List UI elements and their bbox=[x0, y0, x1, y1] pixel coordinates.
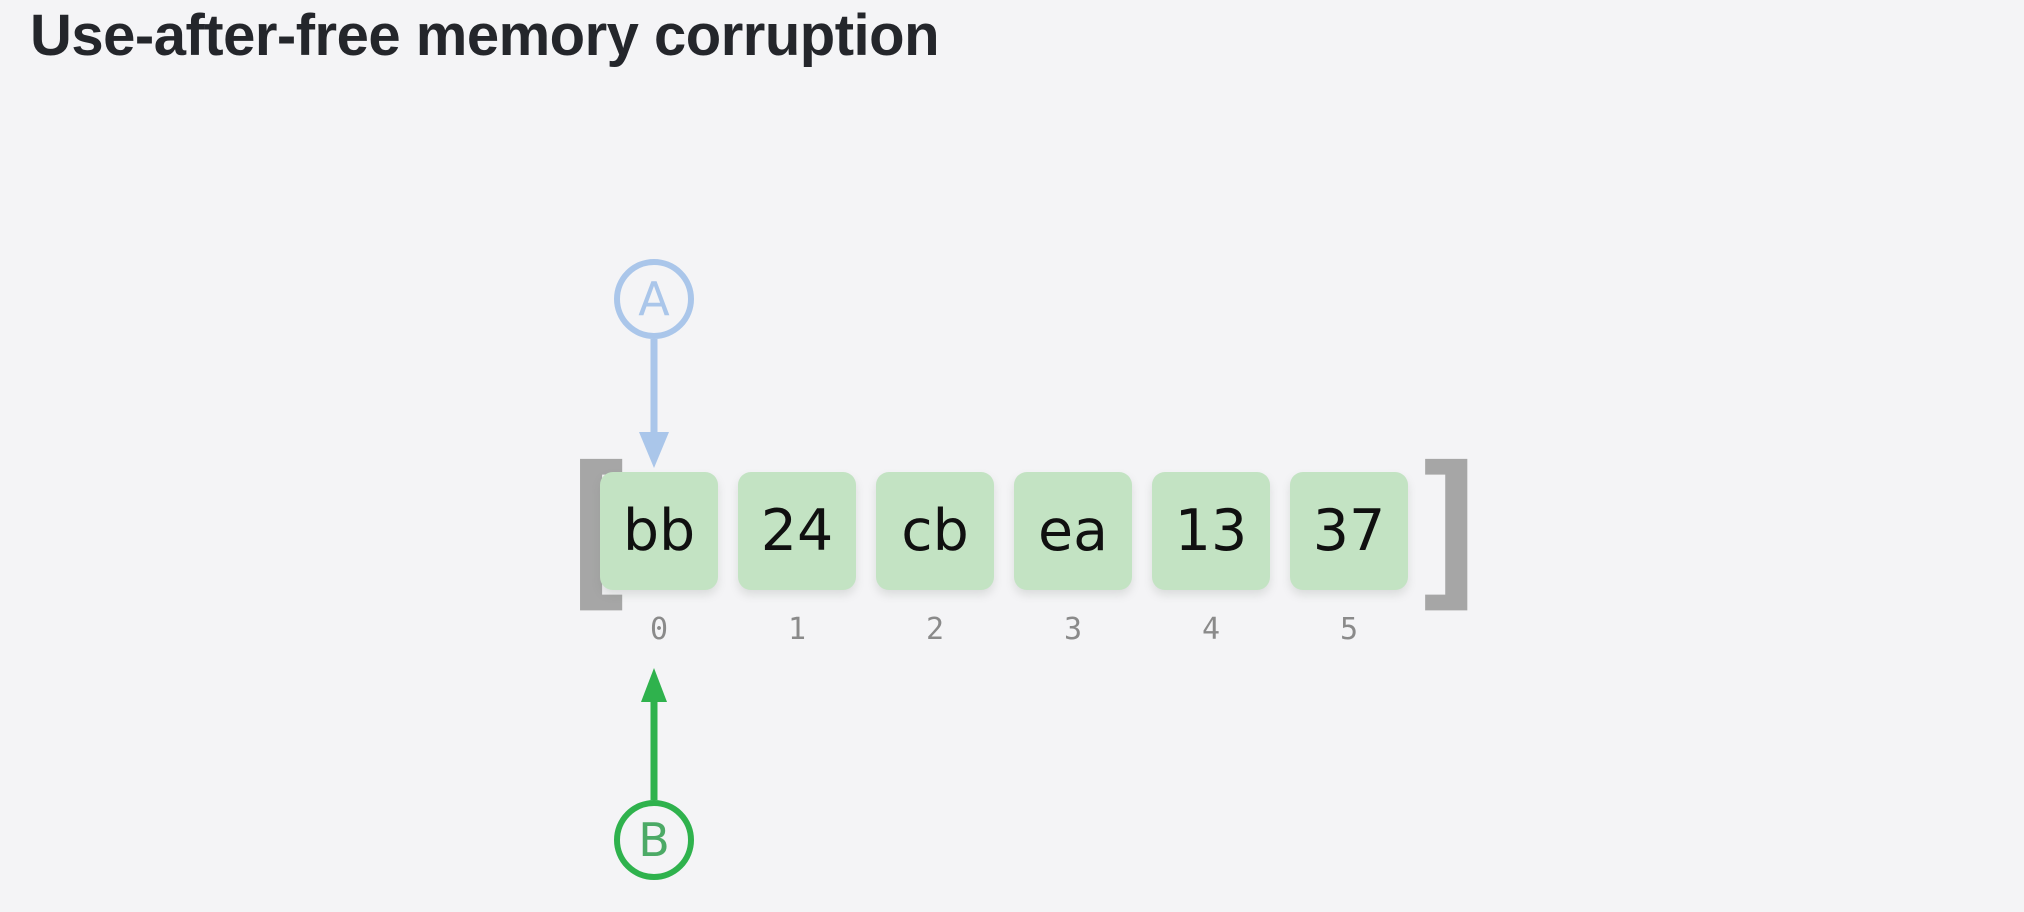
array-cell[interactable]: ea bbox=[1014, 472, 1132, 590]
array-index-labels: 0 1 2 3 4 5 bbox=[600, 612, 1408, 647]
array-index: 4 bbox=[1201, 612, 1221, 647]
page-title: Use-after-free memory corruption bbox=[30, 3, 940, 68]
array-cells: bb 24 cb ea 13 37 bbox=[600, 472, 1408, 590]
pointer-b-arrow bbox=[641, 668, 667, 800]
array-index: 1 bbox=[787, 612, 807, 647]
array-cell[interactable]: 13 bbox=[1152, 472, 1270, 590]
array-index: 3 bbox=[1063, 612, 1083, 647]
array-cell[interactable]: cb bbox=[876, 472, 994, 590]
array-cell[interactable]: 37 bbox=[1290, 472, 1408, 590]
array-index: 5 bbox=[1339, 612, 1359, 647]
array-close-bracket: ] bbox=[1400, 431, 1503, 629]
array-index: 2 bbox=[925, 612, 945, 647]
pointer-badge-b[interactable]: B bbox=[614, 800, 694, 880]
array-cell[interactable]: bb bbox=[600, 472, 718, 590]
array-index: 0 bbox=[649, 612, 669, 647]
array-cell[interactable]: 24 bbox=[738, 472, 856, 590]
pointer-badge-a[interactable]: A bbox=[614, 259, 694, 339]
